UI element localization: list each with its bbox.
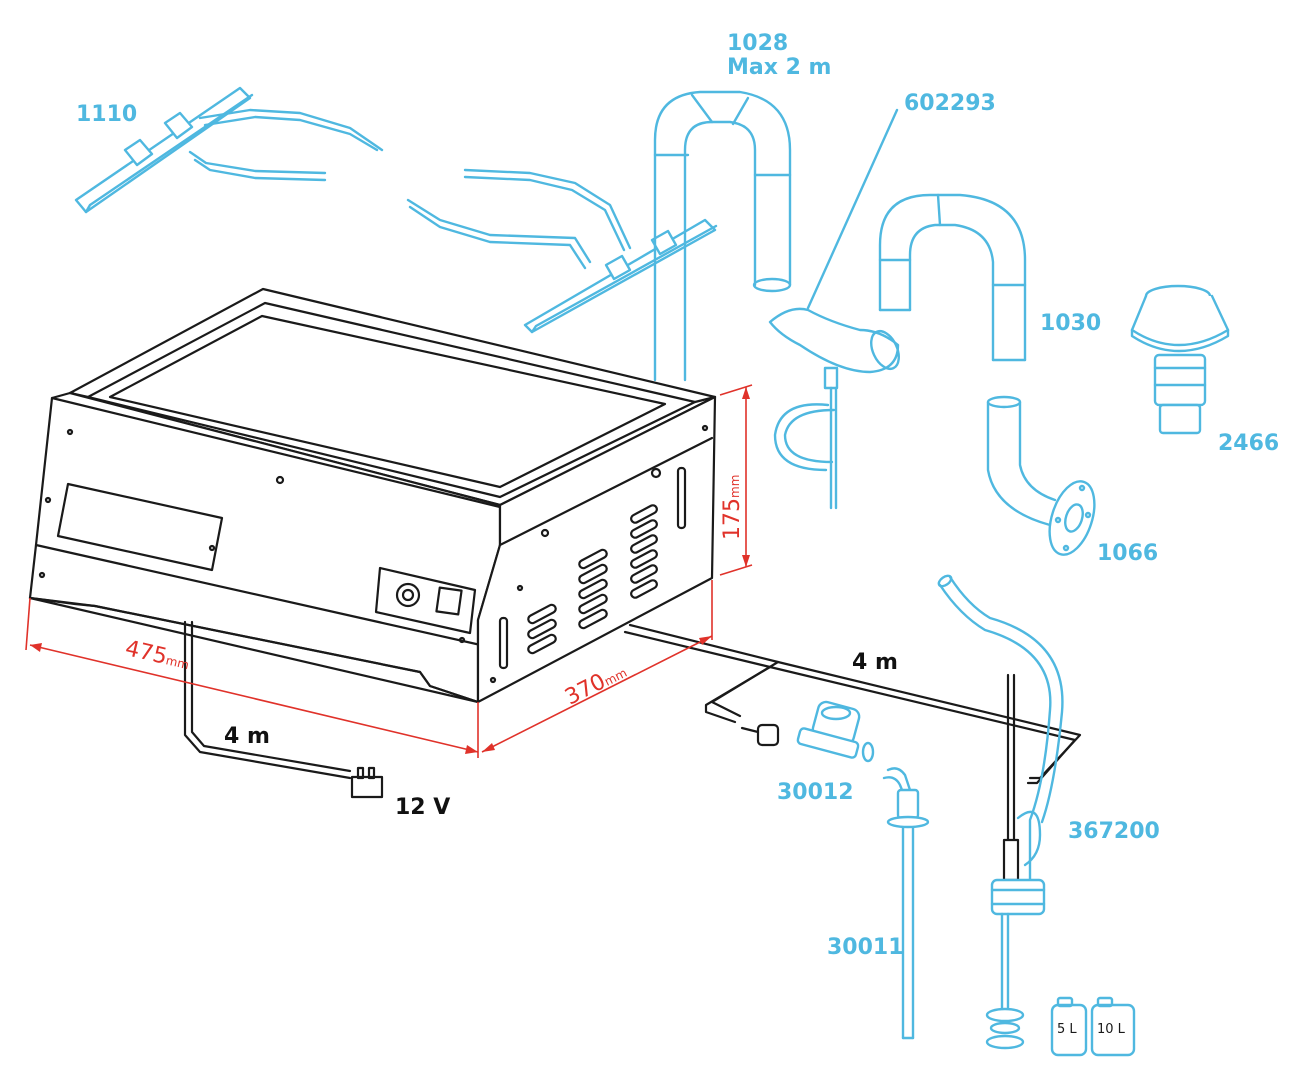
- tank-10l-icon: [1090, 996, 1136, 1057]
- dimension-lines: [25, 384, 753, 758]
- part-label-1066: 1066: [1097, 541, 1159, 566]
- fogger-unit-housing: [28, 287, 717, 704]
- power-cable-length: 4 m: [224, 724, 270, 749]
- part-label-602293: 602293: [904, 91, 996, 116]
- bracket-1110-right: [406, 168, 718, 334]
- cap-2466: [1130, 284, 1230, 435]
- tank-10l-label: 10 L: [1097, 1022, 1125, 1037]
- power-cable: [183, 620, 384, 799]
- bracket-1110-left: [74, 86, 384, 214]
- part-label-1028: 1028: [727, 31, 789, 56]
- part-note-1028: Max 2 m: [727, 55, 832, 80]
- valve-30012: [740, 700, 875, 763]
- tank-5l-label: 5 L: [1057, 1022, 1077, 1037]
- water-hose-length: 4 m: [852, 650, 898, 675]
- part-label-1110: 1110: [76, 102, 138, 127]
- part-label-30012: 30012: [777, 780, 854, 805]
- part-label-1030: 1030: [1040, 311, 1102, 336]
- tank-5l-icon: [1050, 996, 1088, 1057]
- tube-1028: [653, 90, 792, 382]
- pipe-30011: [882, 767, 930, 1040]
- nozzle-602293: [768, 108, 900, 510]
- tube-1030: [878, 193, 1027, 362]
- part-label-30011: 30011: [827, 935, 904, 960]
- power-voltage: 12 V: [395, 795, 451, 820]
- water-hose: [623, 623, 1082, 785]
- part-label-367200: 367200: [1068, 819, 1160, 844]
- part-label-2466: 2466: [1218, 431, 1280, 456]
- bottle-cap-367200: [937, 574, 1064, 1050]
- elbow-1066: [986, 395, 1096, 556]
- dimension-height: 175mm: [720, 474, 745, 540]
